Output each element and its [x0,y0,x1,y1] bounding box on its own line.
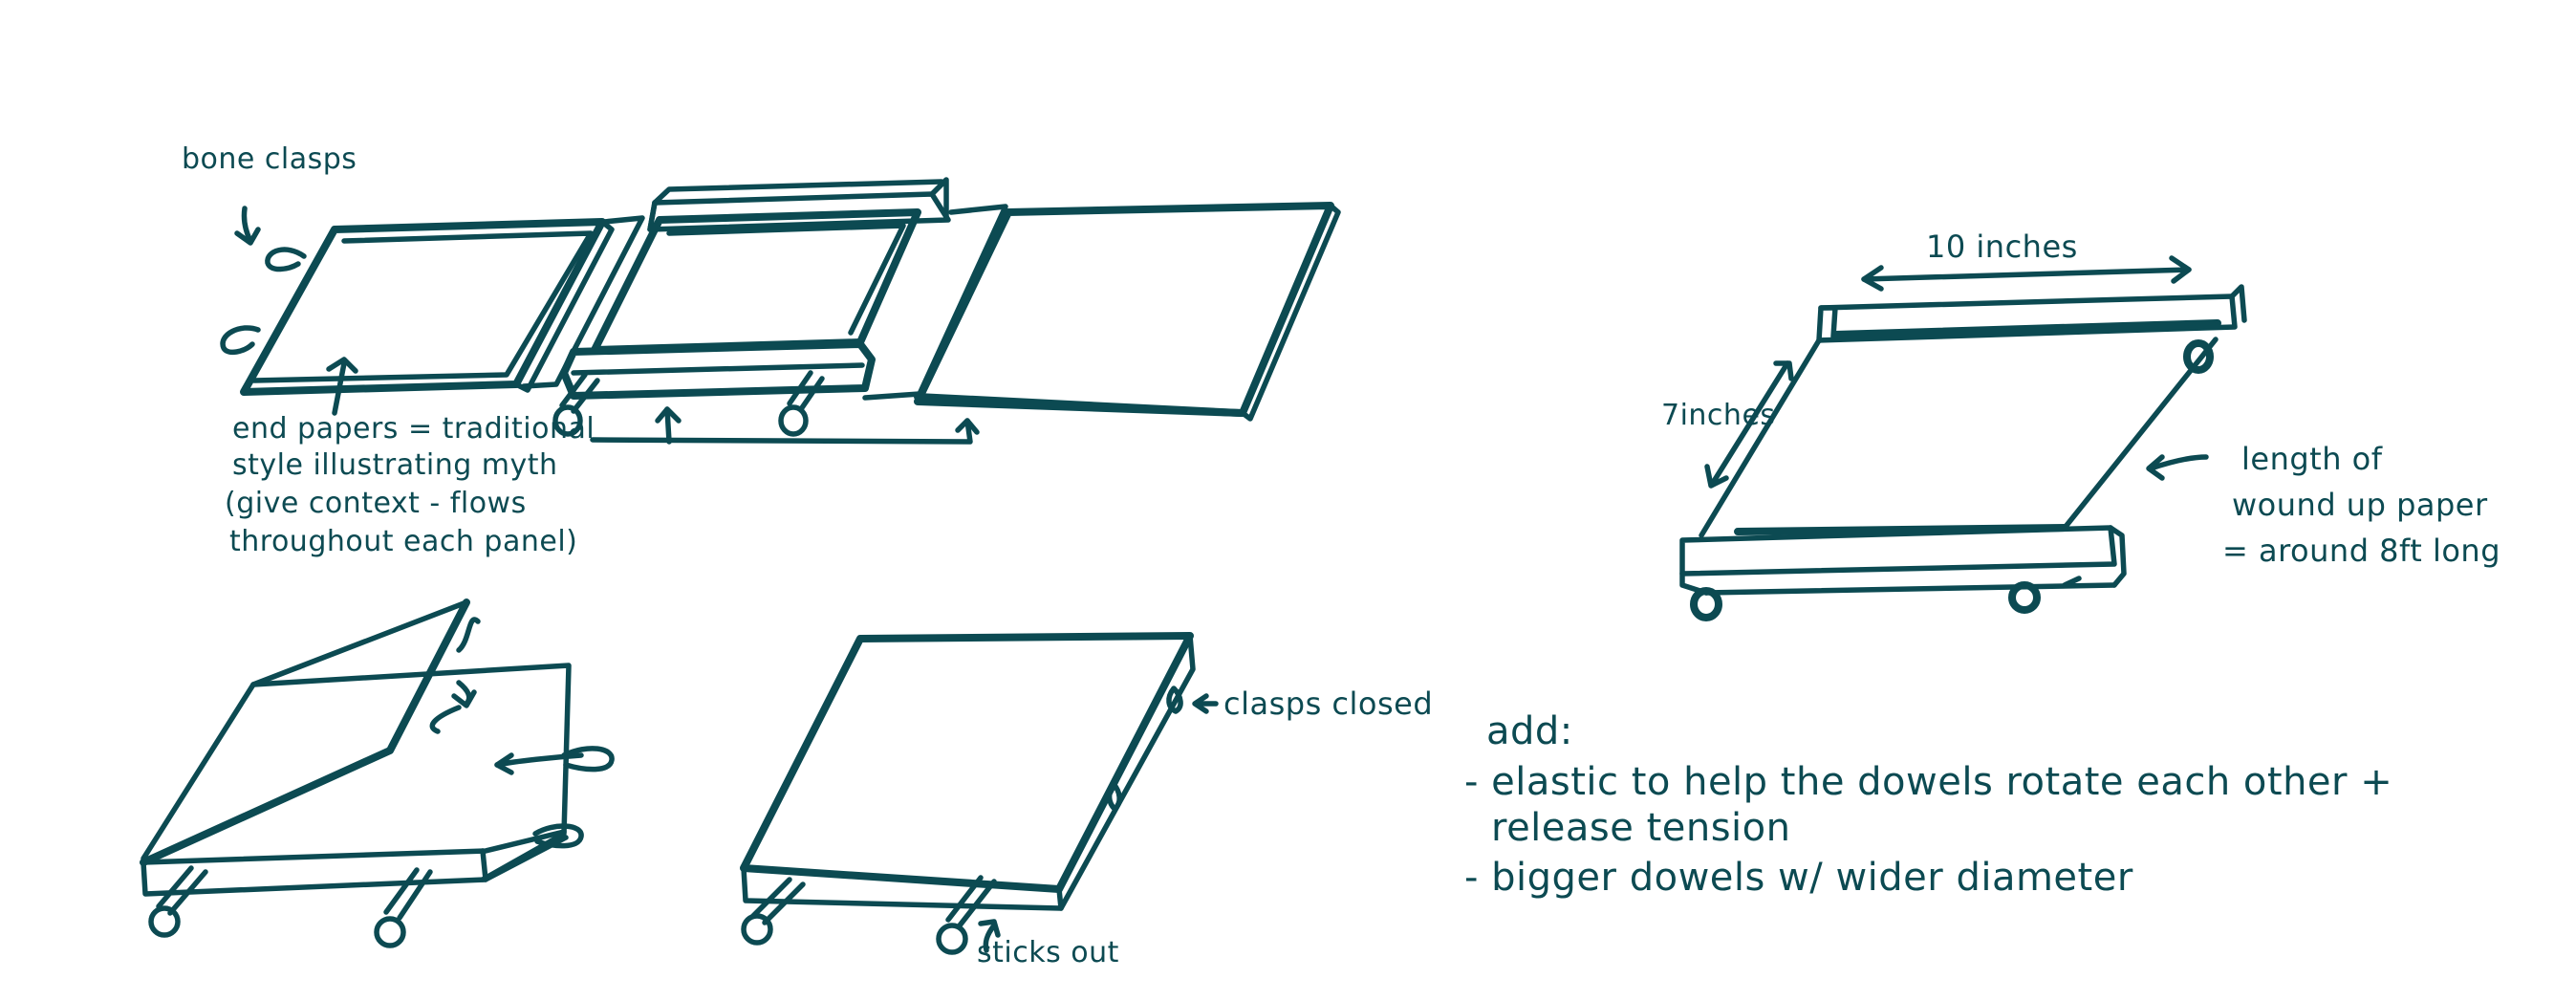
end-papers-line-3: (give context - flows [225,488,527,521]
open-book-drawing [223,180,1338,442]
height-dimension-label: 7inches [1661,400,1776,433]
arrow-bone-clasps [237,208,258,243]
add-note-item-2: - bigger dowels w/ wider diameter [1464,856,2133,900]
paper-length-line-1: length of [2241,442,2383,477]
end-papers-line-4: throughout each panel) [229,526,577,559]
bone-clasp-upper [268,250,304,269]
dimensioned-book-drawing [1682,258,2244,618]
width-dimension-label: 10 inches [1926,229,2078,265]
middle-panel [564,180,948,396]
end-papers-line-2: style illustrating myth [232,449,558,483]
add-notes-heading: add: [1486,709,1573,753]
add-note-item-1: - elastic to help the dowels rotate each… [1464,760,2392,804]
half-open-book-drawing [143,602,612,946]
paper-length-line-3: = around 8ft long [2222,533,2500,569]
bone-clasps-label: bone clasps [182,143,357,177]
clasps-closed-label: clasps closed [1223,686,1433,722]
end-papers-line-1: end papers = traditional [232,413,595,446]
paper-length-line-2: wound up paper [2232,488,2488,523]
sticks-out-label: sticks out [977,937,1119,970]
bone-clasp-lower [223,328,258,352]
left-panel [244,222,612,392]
closed-book-drawing [744,636,1216,952]
right-panel [918,206,1338,419]
dowel-right [781,373,822,434]
add-note-item-1-cont: release tension [1491,806,1791,850]
